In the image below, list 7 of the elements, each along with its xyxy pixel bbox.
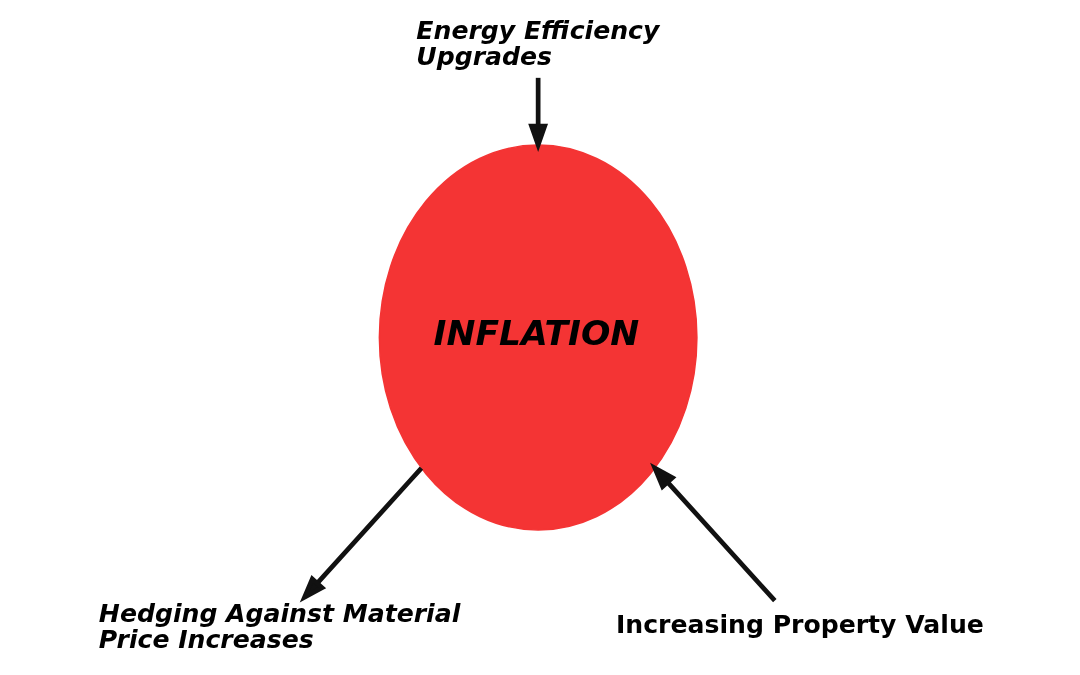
arrow [299,466,423,603]
arrow [649,462,777,603]
arrow [527,77,548,153]
node-text: Increasing Property Value [615,610,984,640]
node-text: Hedging Against Material Price Increases [98,599,460,654]
node-ellipse: INFLATION [378,144,698,531]
node-text: Energy Efficiency Upgrades [415,16,659,71]
